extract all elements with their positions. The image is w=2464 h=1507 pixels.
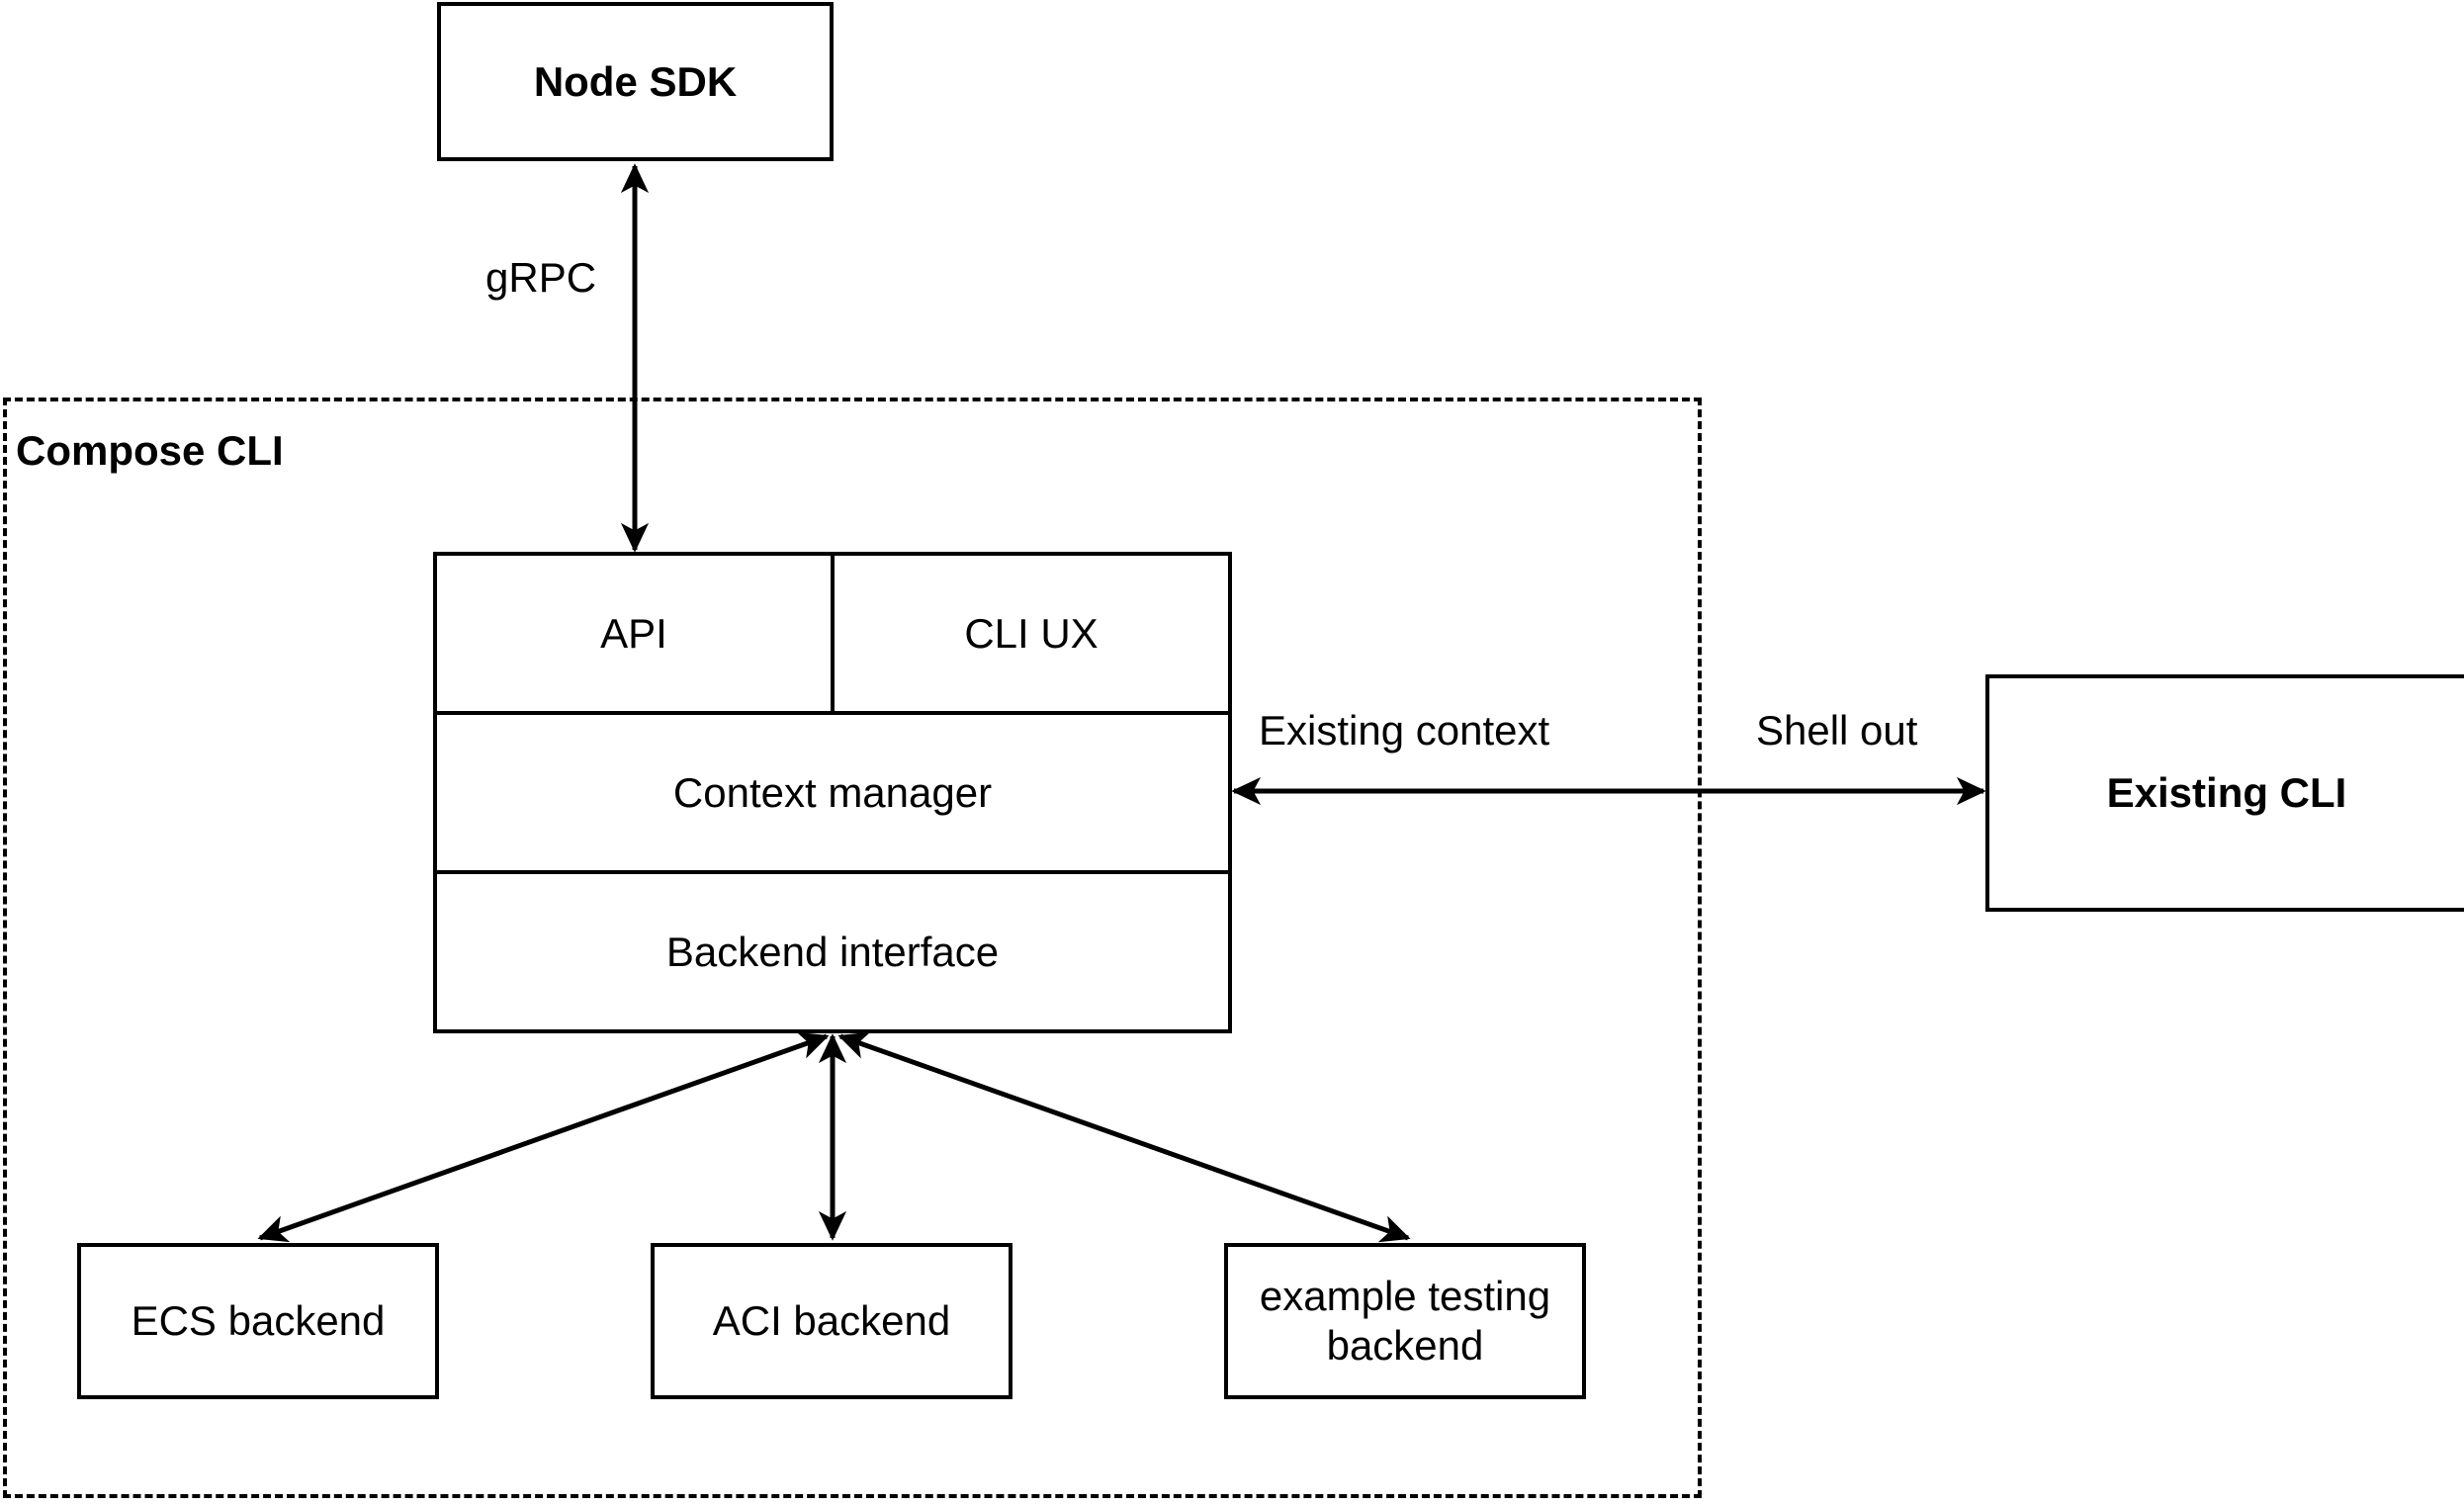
edge-backend-ecs bbox=[257, 1031, 830, 1243]
node-example-testing-backend-line2: backend bbox=[1326, 1322, 1484, 1369]
node-cli-ux[interactable]: CLI UX bbox=[831, 556, 1228, 711]
compose-cli-group-boundary bbox=[3, 398, 1702, 1498]
stack-row-context-manager: Context manager bbox=[437, 711, 1228, 870]
stack-row-backend-interface: Backend interface bbox=[437, 870, 1228, 1029]
node-example-testing-backend-line1: example testing bbox=[1259, 1273, 1551, 1320]
compose-cli-group-label: Compose CLI bbox=[16, 427, 284, 474]
stack-row-api-cliux: API CLI UX bbox=[437, 556, 1228, 711]
node-backend-interface[interactable]: Backend interface bbox=[665, 928, 1000, 975]
node-context-manager[interactable]: Context manager bbox=[672, 768, 993, 816]
edge-label-grpc: gRPC bbox=[485, 254, 597, 301]
node-existing-cli[interactable]: Existing CLI bbox=[1985, 674, 2464, 912]
node-node-sdk[interactable]: Node SDK bbox=[437, 2, 834, 161]
edge-label-existing-context: Existing context bbox=[1259, 707, 1550, 754]
edge-label-shell-out: Shell out bbox=[1756, 707, 1918, 754]
node-ecs-backend[interactable]: ECS backend bbox=[77, 1243, 439, 1399]
node-api[interactable]: API bbox=[600, 609, 667, 657]
node-example-testing-backend[interactable]: example testing backend bbox=[1224, 1243, 1586, 1399]
node-aci-backend[interactable]: ACI backend bbox=[651, 1243, 1012, 1399]
compose-cli-stack: API CLI UX Context manager Backend inter… bbox=[433, 552, 1232, 1033]
edge-backend-example-testing bbox=[837, 1031, 1411, 1243]
